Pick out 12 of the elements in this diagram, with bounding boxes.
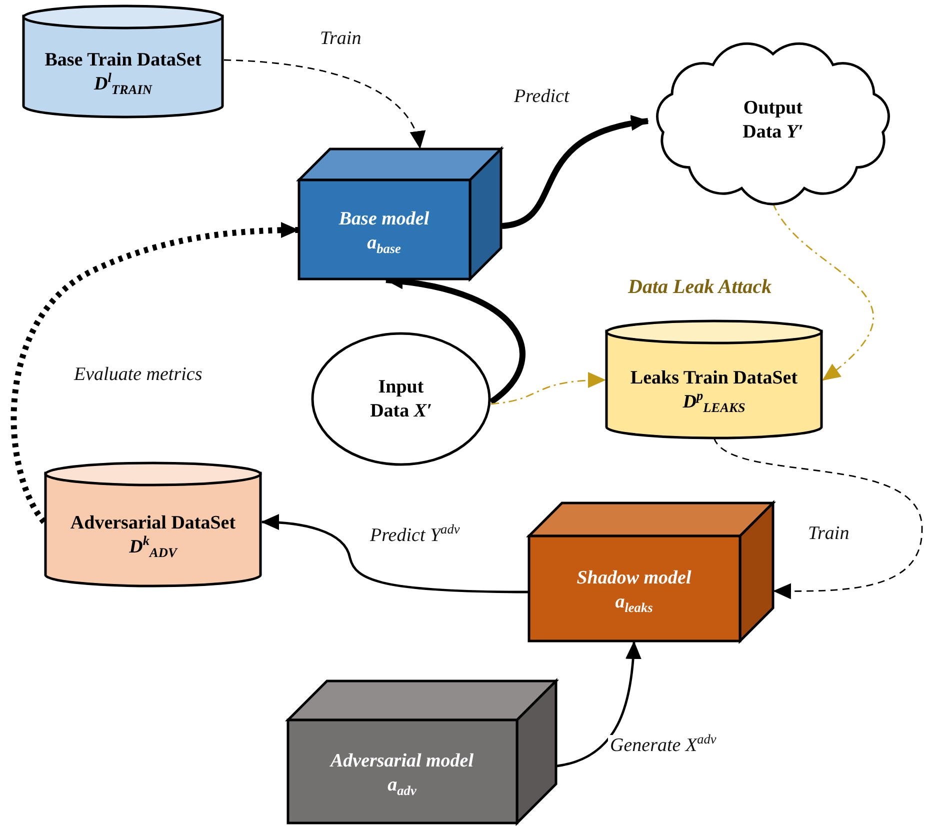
- arrow: [713, 438, 923, 600]
- arrow: [224, 59, 424, 149]
- arrow: [261, 514, 528, 594]
- node-label: Output Data Y′: [742, 96, 804, 144]
- arrow: [772, 202, 874, 381]
- node-label: Input Data X′: [369, 375, 433, 423]
- section-heading: Data Leak Attack: [628, 276, 772, 299]
- input-ellipse: [311, 332, 491, 466]
- arrow: [501, 116, 649, 229]
- arrow: [556, 641, 642, 768]
- arrow: [10, 222, 299, 524]
- arrow: [490, 372, 606, 405]
